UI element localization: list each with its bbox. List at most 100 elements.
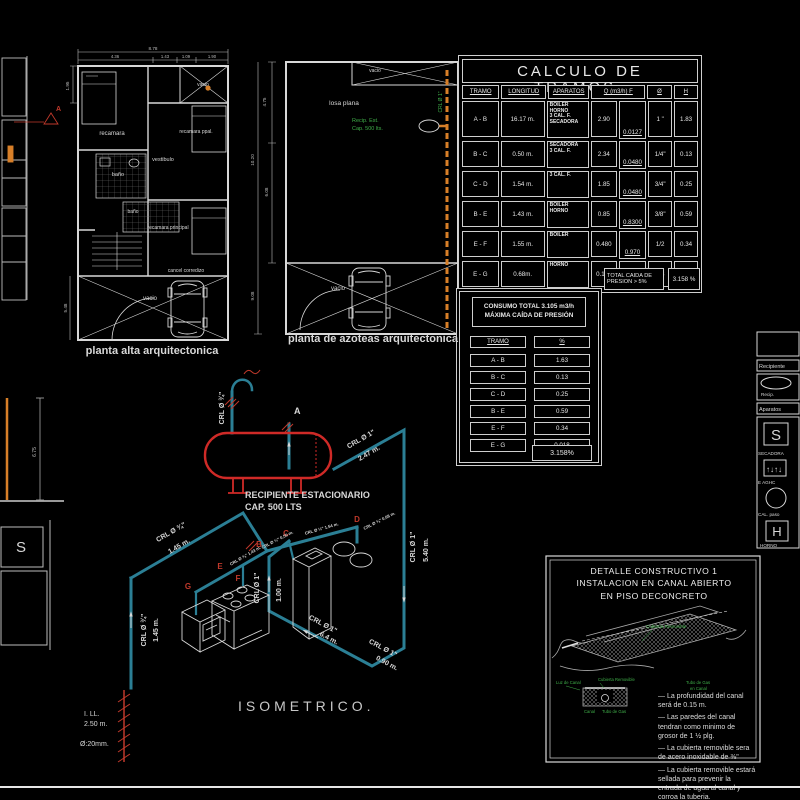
room-label: recamara principal — [147, 225, 188, 231]
detail-note: — La profundidad del canal será de 0.15 … — [658, 693, 744, 710]
room-label: baño — [127, 209, 138, 215]
consumo-cell: 1.63 — [534, 354, 590, 367]
table-row: C - D 1.54 m. 3 CAL. F. 1.85 0.0480 3/4"… — [462, 171, 698, 199]
pipe-label: CRL Ø ⅜" 0.68 m. — [363, 510, 396, 530]
plan2-gas-pipe — [418, 70, 449, 330]
detail-callout: Cubierta Removible — [646, 624, 687, 629]
table-row: B - C 0.50 m. SECADORA 3 CAL. F. 2.34 0.… — [462, 141, 698, 169]
detail-callout: Tubo de Gas — [686, 680, 710, 685]
consumo-title-1: CONSUMO TOTAL 3.105 m3/h — [483, 303, 575, 311]
pipe-label: 1.00 m. — [276, 578, 283, 602]
cell-f: 0.970 — [618, 231, 647, 259]
plan-alta — [69, 49, 229, 341]
cell-longitud: 1.43 m. — [500, 201, 545, 227]
iso-appliances — [181, 541, 373, 653]
calc-table: CALCULO DE TRAMOS TRAMO LONGITUD APARATO… — [458, 55, 702, 293]
iso-point-c: C — [283, 529, 289, 538]
cell-longitud: 1.55 m. — [500, 231, 545, 257]
consumo-cell: E - G — [470, 439, 526, 452]
dim-label: 1.90 — [208, 54, 217, 59]
iso-point-e: E — [217, 562, 223, 571]
total-pressure-label: TOTAL CAIDA DE PRESION > 5% — [604, 268, 664, 290]
pipe-label: 1.45 m. — [153, 618, 160, 642]
plan2-caption: planta de azoteas arquitectonica — [288, 333, 458, 345]
table-row: E - F 1.55 m. BOILER 0.480 0.970 1/2 0.3… — [462, 231, 698, 259]
cell-longitud: 0.68m. — [500, 261, 545, 287]
consumo-col-tramo: TRAMO — [470, 336, 526, 348]
table-row: B - E 1.43 m. BOILER HORNO 0.85 0.8300 3… — [462, 201, 698, 229]
cell-q: 2.90 — [590, 101, 617, 137]
detail-box — [545, 555, 761, 763]
left-edge-legend-partial — [0, 520, 51, 650]
cell-q: 1.85 — [590, 171, 617, 197]
cell-diametro: 3/8" — [648, 201, 673, 227]
col-header-qf: Q (m3/h) F — [591, 85, 646, 99]
consumo-cell: B - C — [470, 371, 526, 384]
consumo-total: 3.158% — [532, 445, 592, 461]
legend-label: CAL. paso — [758, 512, 780, 517]
cell-diametro: 1/4" — [648, 141, 673, 167]
pipe-label: CRL Ø 1" — [410, 532, 417, 563]
cell-f: 0.8300 — [618, 201, 647, 229]
pipe-label: CRL Ø ¾" — [218, 392, 226, 425]
detail-callout: Cubierta Removible — [598, 677, 635, 682]
room-label: vestibulo — [152, 157, 174, 163]
room-label: vacio — [369, 68, 381, 74]
pipe-label: CRL Ø 1" — [254, 573, 261, 604]
section-mark-a: A — [56, 106, 61, 113]
section-dim: 6.75 — [32, 447, 38, 457]
cell-diametro: 3/4" — [648, 171, 673, 197]
iso-point-g: G — [185, 582, 191, 591]
dim-label: 10.20 — [250, 154, 255, 166]
street-label: I. LL. — [84, 711, 100, 718]
iso-pipes — [128, 378, 406, 690]
tank-callout: Cap. 500 lts. — [352, 126, 383, 132]
calc-table-title: CALCULO DE — [462, 59, 698, 83]
dim-label: 1.09 — [182, 54, 191, 59]
cell-h: 0.34 — [674, 231, 698, 257]
iso-point-f: F — [236, 574, 241, 583]
cell-tramo: E - F — [462, 231, 499, 257]
room-label: recamara ppal. — [179, 129, 212, 135]
cell-q: 0.480 — [590, 231, 617, 257]
cell-f: 0.0480 — [618, 141, 647, 169]
iso-caption: ISOMETRICO. — [238, 698, 375, 714]
flow-arrows — [129, 441, 406, 639]
col-header-longitud: LONGITUD — [501, 85, 547, 99]
total-pressure-value: 3.158 % — [668, 268, 700, 290]
detail-note: — La cubierta removible sera de acero in… — [658, 745, 750, 762]
detail-callout: Canal — [584, 709, 595, 714]
cell-f: 0.0127 — [618, 101, 647, 139]
detail-callout: en Canal — [690, 686, 707, 691]
cell-q: 0.85 — [590, 201, 617, 227]
plan1-caption: planta alta arquitectonica — [85, 345, 219, 357]
col-header-aparatos: APARATOS — [548, 85, 590, 99]
consumo-table: CONSUMO TOTAL 3.105 m3/h MÁXIMA CAÍDA DE… — [456, 288, 602, 466]
iso-tank — [203, 431, 333, 494]
dim-label: 9.08 — [250, 291, 255, 300]
left-edge-section — [0, 397, 64, 502]
cell-aparatos: 3 CAL. F. — [546, 171, 589, 198]
pipe-label: CRL Ø 1" — [367, 638, 397, 659]
pipe-label: CRL Ø ¾" — [140, 614, 148, 647]
tank-callout: Recip. Est. — [352, 118, 379, 124]
consumo-cell: A - B — [470, 354, 526, 367]
detail-notes: — La profundidad del canal será de 0.15 … — [658, 692, 756, 800]
consumo-col-pct: % — [534, 336, 590, 348]
consumo-cell: 0.13 — [534, 371, 590, 384]
pipe-label: CRL Ø 1" — [438, 91, 444, 112]
room-label: vacio — [143, 296, 158, 302]
legend-symbol-horno: H — [772, 524, 781, 539]
consumo-cell: E - F — [470, 422, 526, 435]
room-label: cancel corredizo — [168, 268, 205, 274]
legend-left-s: S — [16, 539, 26, 556]
dim-label: 1.95 — [65, 81, 70, 90]
consumo-cell: B - E — [470, 405, 526, 418]
legend-label: Recip. — [761, 392, 774, 397]
legend-label: SECADORA — [758, 451, 785, 456]
cell-tramo: C - D — [462, 171, 499, 197]
pipe-label: 2.47 m. — [357, 445, 381, 463]
valve-marks — [224, 369, 294, 552]
